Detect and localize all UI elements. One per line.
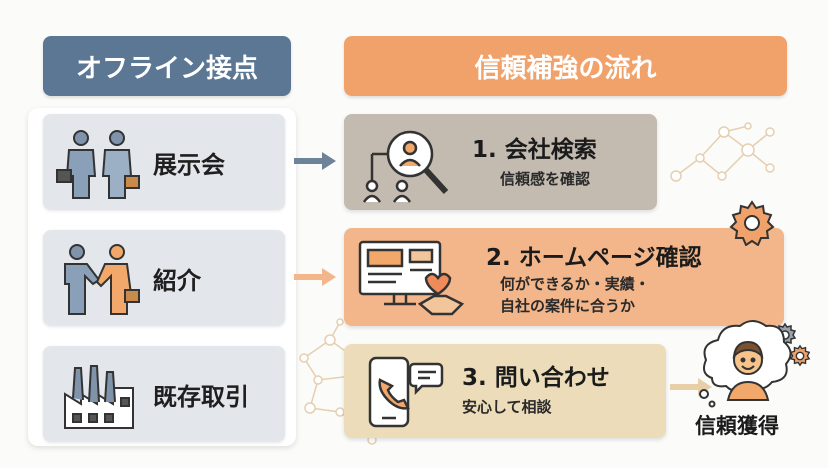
step-description: 安心して相談 <box>462 398 552 416</box>
step-company-search: 1. 会社検索 信頼感を確認 <box>344 114 657 210</box>
search-person-icon <box>362 130 449 203</box>
step-title: 3. 問い合わせ <box>462 365 610 391</box>
gear-icon <box>729 200 775 246</box>
gear-icon <box>789 344 811 367</box>
offline-point-label: 展示会 <box>153 150 225 179</box>
happy-person-thought-icon <box>699 320 792 408</box>
offline-point-label: 既存取引 <box>153 382 249 411</box>
offline-point-label: 紹介 <box>153 266 201 295</box>
step-homepage-check: 2. ホームページ確認 何ができるか・実績・ 自社の案件に合うか <box>344 228 784 326</box>
website-handshake-icon <box>358 240 465 316</box>
offline-point-exhibition: 展示会 <box>43 114 285 210</box>
trust-flow-header-text: 信頼補強の流れ <box>474 53 657 84</box>
trust-gained-label: 信頼獲得 <box>695 414 779 438</box>
offline-points-header: オフライン接点 <box>43 36 291 96</box>
step-title: 2. ホームページ確認 <box>486 245 702 271</box>
arrow-right-icon <box>294 268 336 286</box>
offline-point-referral: 紹介 <box>43 230 285 326</box>
arrow-right-icon <box>294 152 336 170</box>
businesspeople-icon <box>56 130 140 199</box>
step-inquiry: 3. 問い合わせ 安心して相談 <box>344 344 666 438</box>
step-title: 1. 会社検索 <box>472 137 597 163</box>
step-description: 信頼感を確認 <box>500 170 591 188</box>
phone-chat-icon <box>368 356 444 428</box>
step-description: 自社の案件に合うか <box>500 297 636 315</box>
trust-flow-header: 信頼補強の流れ <box>344 36 787 96</box>
handshake-people-icon <box>64 244 140 315</box>
factory-icon <box>64 365 134 429</box>
step-description: 何ができるか・実績・ <box>500 275 650 293</box>
offline-points-header-text: オフライン接点 <box>75 53 258 84</box>
offline-point-existing-deals: 既存取引 <box>43 346 285 442</box>
